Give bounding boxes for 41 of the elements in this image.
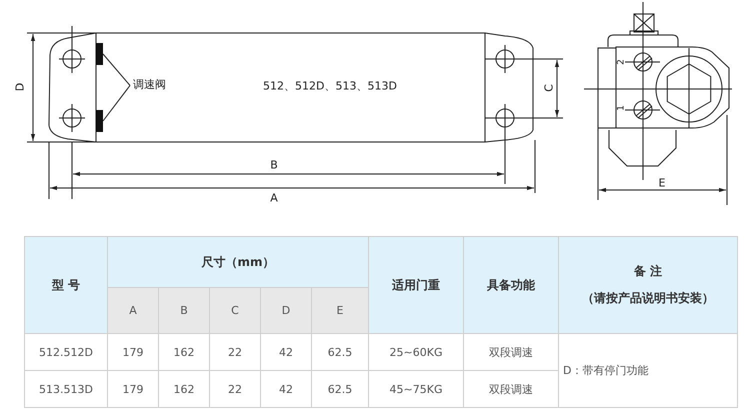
model-text: 512、512D、513、513D <box>263 80 397 92</box>
table-cell: 179 <box>108 371 159 408</box>
dimension-label: C <box>544 84 554 92</box>
table-header: D <box>261 288 312 334</box>
table-cell: 22 <box>210 334 261 371</box>
callout-number: 2 <box>618 59 626 65</box>
valve-block <box>96 110 103 132</box>
leader-line <box>102 54 130 86</box>
table-cell: 62.5 <box>312 371 369 408</box>
table-cell: 45~75KG <box>369 371 464 408</box>
table-cell: 162 <box>159 371 210 408</box>
table-cell: 513.513D <box>25 371 108 408</box>
table-header: E <box>312 288 369 334</box>
table-cell: 25~60KG <box>369 334 464 371</box>
header-text: 备 注 <box>634 262 662 280</box>
table-header: B <box>159 288 210 334</box>
table-header: 具备功能 <box>464 237 559 334</box>
callout-label: 调速阀 <box>133 79 173 92</box>
leader-line <box>102 85 130 122</box>
table-cell: 42 <box>261 334 312 371</box>
table-header: 尺寸（mm） <box>108 237 369 288</box>
table-cell: 双段调速 <box>464 334 559 371</box>
table-header: C <box>210 288 261 334</box>
table-cell: D：带有停门功能 <box>559 334 738 408</box>
table-cell: 179 <box>108 334 159 371</box>
valve-block <box>96 43 103 65</box>
table-cell: 22 <box>210 371 261 408</box>
table-header: A <box>108 288 159 334</box>
table-header: 适用门重 <box>369 237 464 334</box>
table-cell: 162 <box>159 334 210 371</box>
dimension-label: B <box>270 160 278 170</box>
table-header: 型 号 <box>25 237 108 334</box>
callout-number: 1 <box>618 105 626 111</box>
table-cell: 42 <box>261 371 312 408</box>
table-cell: 62.5 <box>312 334 369 371</box>
note-text: （请按产品说明书安装） <box>582 290 714 307</box>
dimension-label: A <box>270 192 278 204</box>
table-cell: 512.512D <box>25 334 108 371</box>
dimension-label: E <box>658 178 666 188</box>
table-cell: 双段调速 <box>464 371 559 408</box>
dimension-label: D <box>14 82 26 92</box>
